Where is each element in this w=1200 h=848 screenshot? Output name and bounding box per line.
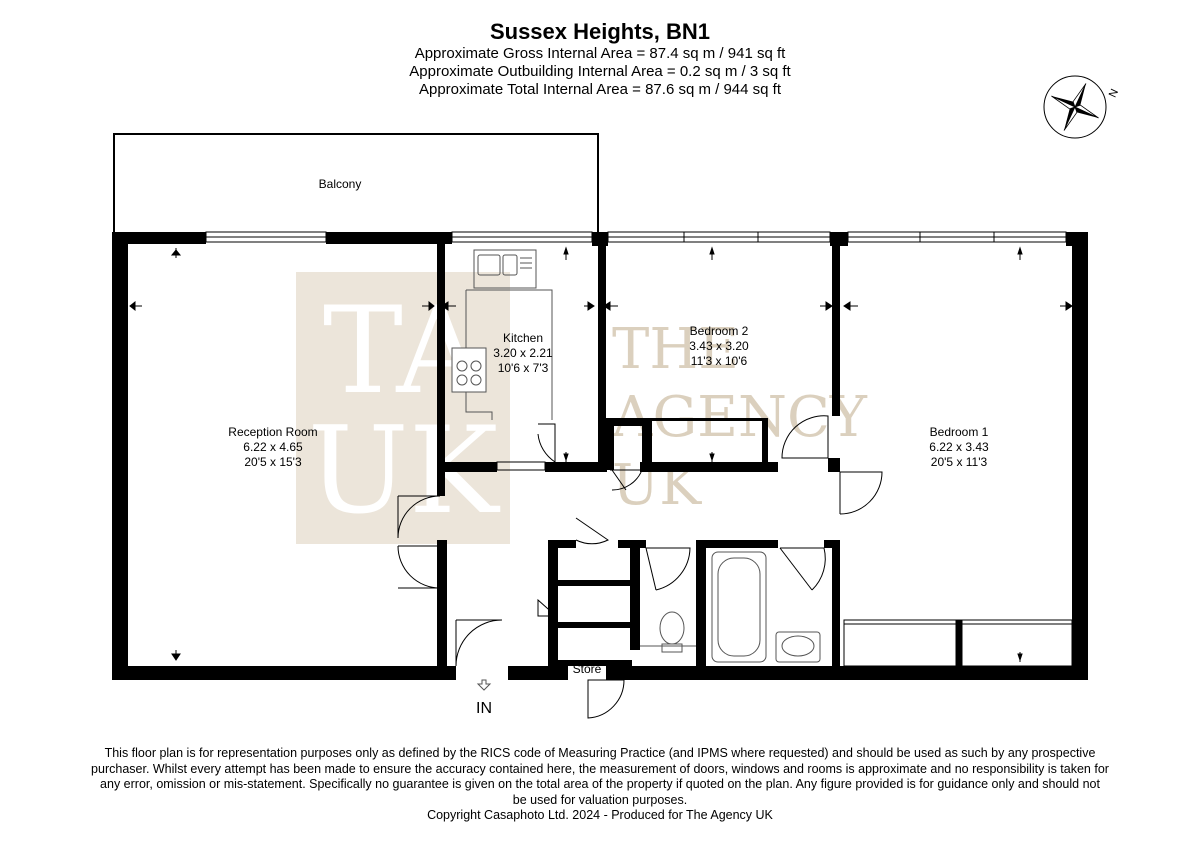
reception-room-metric: 6.22 x 4.65 xyxy=(243,440,303,454)
outbuilding-area-line: Approximate Outbuilding Internal Area = … xyxy=(409,63,791,80)
bedroom2-imperial: 11'3 x 10'6 xyxy=(691,354,748,368)
reception-room-name: Reception Room xyxy=(228,425,317,439)
entrance-arrow-icon xyxy=(476,679,492,691)
dimension-arrows xyxy=(129,246,1073,662)
reception-room-imperial: 20'5 x 15'3 xyxy=(244,455,302,469)
kitchen-fixtures xyxy=(451,249,553,420)
watermark-name-the: THE xyxy=(612,317,739,382)
plan-header: Sussex Heights, BN1 Approximate Gross In… xyxy=(0,18,1200,99)
disclaimer-line-2: purchaser. Whilst every attempt has been… xyxy=(91,761,1109,776)
property-title: Sussex Heights, BN1 xyxy=(489,19,711,44)
watermark-logo-background xyxy=(296,272,510,544)
balcony-label: Balcony xyxy=(319,177,362,191)
kitchen-metric: 3.20 x 2.21 xyxy=(493,346,553,360)
disclaimer-line-3: any error, omission or mis-statement. Sp… xyxy=(100,777,1100,791)
entrance: IN xyxy=(476,679,492,717)
kitchen-name: Kitchen xyxy=(503,331,543,345)
room-labels: Reception Room 6.22 x 4.65 20'5 x 15'3 K… xyxy=(228,324,989,676)
bedroom1-wardrobes xyxy=(843,619,1073,667)
windows xyxy=(205,231,1067,243)
bedroom1-name: Bedroom 1 xyxy=(930,425,989,439)
copyright-line: Copyright Casaphoto Ltd. 2024 - Produced… xyxy=(427,808,773,822)
entrance-label: IN xyxy=(476,700,492,717)
watermark-name-agency: AGENCY xyxy=(611,385,868,450)
kitchen-imperial: 10'6 x 7'3 xyxy=(498,361,549,375)
bedroom2-metric: 3.43 x 3.20 xyxy=(689,339,749,353)
compass-north-label: N xyxy=(1107,87,1121,99)
bathroom-fixtures xyxy=(640,551,821,663)
total-area-line: Approximate Total Internal Area = 87.6 s… xyxy=(418,81,781,98)
balcony: Balcony xyxy=(113,133,599,234)
disclaimer-line-1: This floor plan is for representation pu… xyxy=(104,746,1096,760)
bedroom1-imperial: 20'5 x 11'3 xyxy=(931,455,988,469)
bedroom2-name: Bedroom 2 xyxy=(690,324,749,338)
compass-icon: N xyxy=(1043,75,1121,139)
disclaimer-line-4: be used for valuation purposes. xyxy=(512,792,688,807)
watermark: TA UK THE AGENCY UK xyxy=(296,272,868,544)
gross-area-line: Approximate Gross Internal Area = 87.4 s… xyxy=(414,45,786,62)
doors xyxy=(397,415,883,719)
walls xyxy=(112,232,1088,680)
disclaimer-footer: This floor plan is for representation pu… xyxy=(70,746,1130,824)
bedroom1-metric: 6.22 x 3.43 xyxy=(929,440,989,454)
store-name: Store xyxy=(573,662,602,676)
